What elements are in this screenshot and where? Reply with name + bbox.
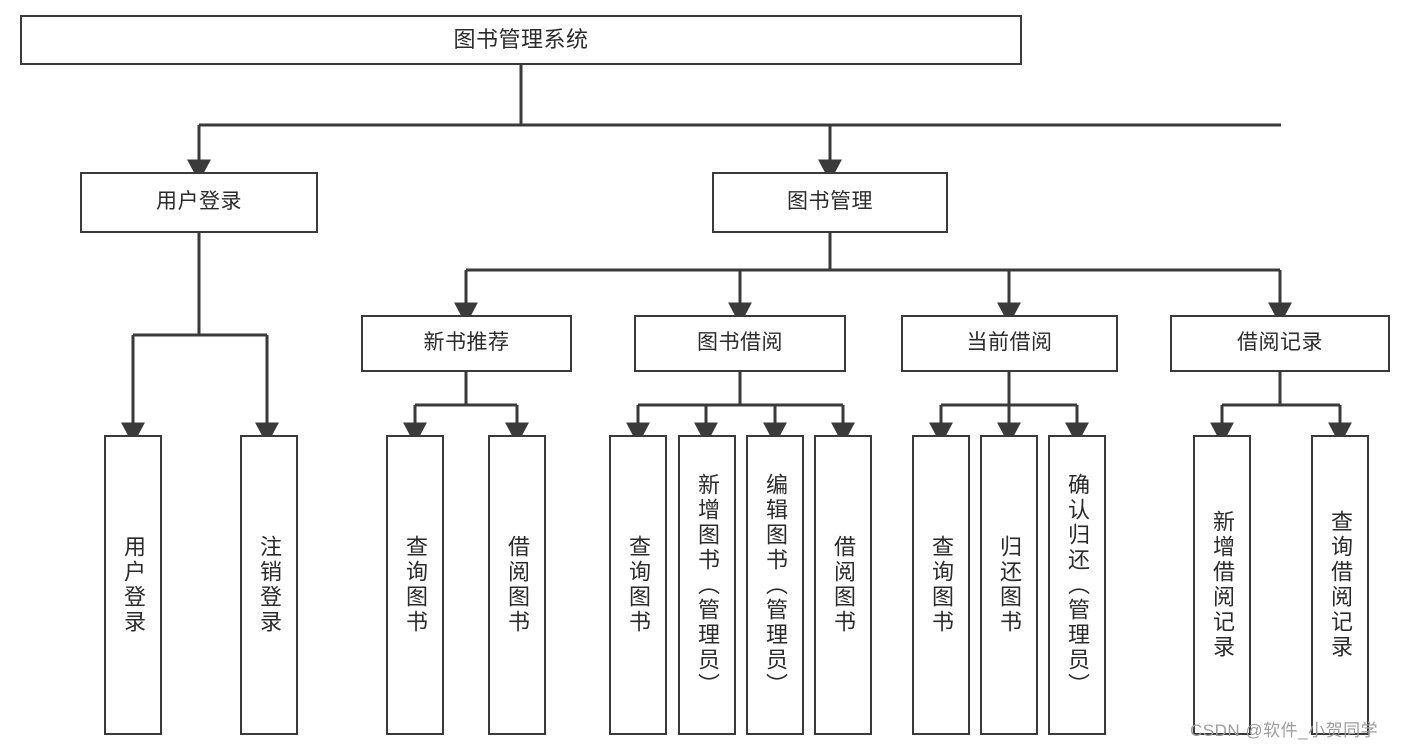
node-book-borrowing[interactable]: 图书借阅 bbox=[634, 315, 846, 372]
node-label: 注销登录 bbox=[257, 535, 282, 635]
node-label: 图书借阅 bbox=[697, 331, 783, 355]
node-leaf-user-login[interactable]: 用户登录 bbox=[104, 435, 162, 735]
node-book-management[interactable]: 图书管理 bbox=[712, 172, 948, 233]
node-label: 查询借阅记录 bbox=[1328, 510, 1353, 660]
node-current-borrowing[interactable]: 当前借阅 bbox=[901, 315, 1118, 372]
node-label: 图书管理系统 bbox=[453, 27, 589, 53]
csdn-watermark: CSDN @软件_小贺同学 bbox=[1190, 721, 1379, 740]
node-label: 用户登录 bbox=[156, 190, 242, 214]
node-label: 借阅记录 bbox=[1237, 331, 1323, 355]
node-leaf-add-borrow-record[interactable]: 新增借阅记录 bbox=[1193, 435, 1251, 735]
node-label: 当前借阅 bbox=[966, 331, 1053, 355]
node-label: 借阅图书 bbox=[831, 535, 856, 635]
node-borrow-records[interactable]: 借阅记录 bbox=[1170, 315, 1390, 372]
node-label: 新增图书（管理员） bbox=[695, 472, 720, 698]
node-new-book-recommendation[interactable]: 新书推荐 bbox=[361, 315, 572, 372]
node-leaf-borrow-books-recommendation[interactable]: 借阅图书 bbox=[488, 435, 546, 735]
node-leaf-logout[interactable]: 注销登录 bbox=[240, 435, 298, 735]
node-label: 编辑图书（管理员） bbox=[763, 472, 788, 698]
node-leaf-add-book-admin[interactable]: 新增图书（管理员） bbox=[678, 435, 736, 735]
node-label: 借阅图书 bbox=[505, 535, 530, 635]
node-leaf-return-books[interactable]: 归还图书 bbox=[980, 435, 1038, 735]
node-label: 新书推荐 bbox=[423, 331, 510, 355]
node-label: 用户登录 bbox=[121, 535, 146, 635]
node-leaf-confirm-return-admin[interactable]: 确认归还（管理员） bbox=[1048, 435, 1106, 735]
node-leaf-query-books-borrowing[interactable]: 查询图书 bbox=[609, 435, 667, 735]
node-leaf-query-borrow-record[interactable]: 查询借阅记录 bbox=[1311, 435, 1369, 735]
node-root-book-management-system[interactable]: 图书管理系统 bbox=[20, 15, 1022, 65]
node-label: 确认归还（管理员） bbox=[1065, 472, 1090, 698]
node-leaf-query-books-recommendation[interactable]: 查询图书 bbox=[386, 435, 444, 735]
node-leaf-edit-book-admin[interactable]: 编辑图书（管理员） bbox=[746, 435, 804, 735]
node-label: 归还图书 bbox=[997, 535, 1022, 635]
node-label: 查询图书 bbox=[626, 535, 651, 635]
node-label: 图书管理 bbox=[787, 190, 873, 214]
node-leaf-query-books-current[interactable]: 查询图书 bbox=[912, 435, 970, 735]
node-leaf-borrow-books-borrowing[interactable]: 借阅图书 bbox=[814, 435, 872, 735]
node-user-login[interactable]: 用户登录 bbox=[80, 172, 318, 233]
node-label: 查询图书 bbox=[403, 535, 428, 635]
node-label: 新增借阅记录 bbox=[1210, 510, 1235, 660]
node-label: 查询图书 bbox=[929, 535, 954, 635]
